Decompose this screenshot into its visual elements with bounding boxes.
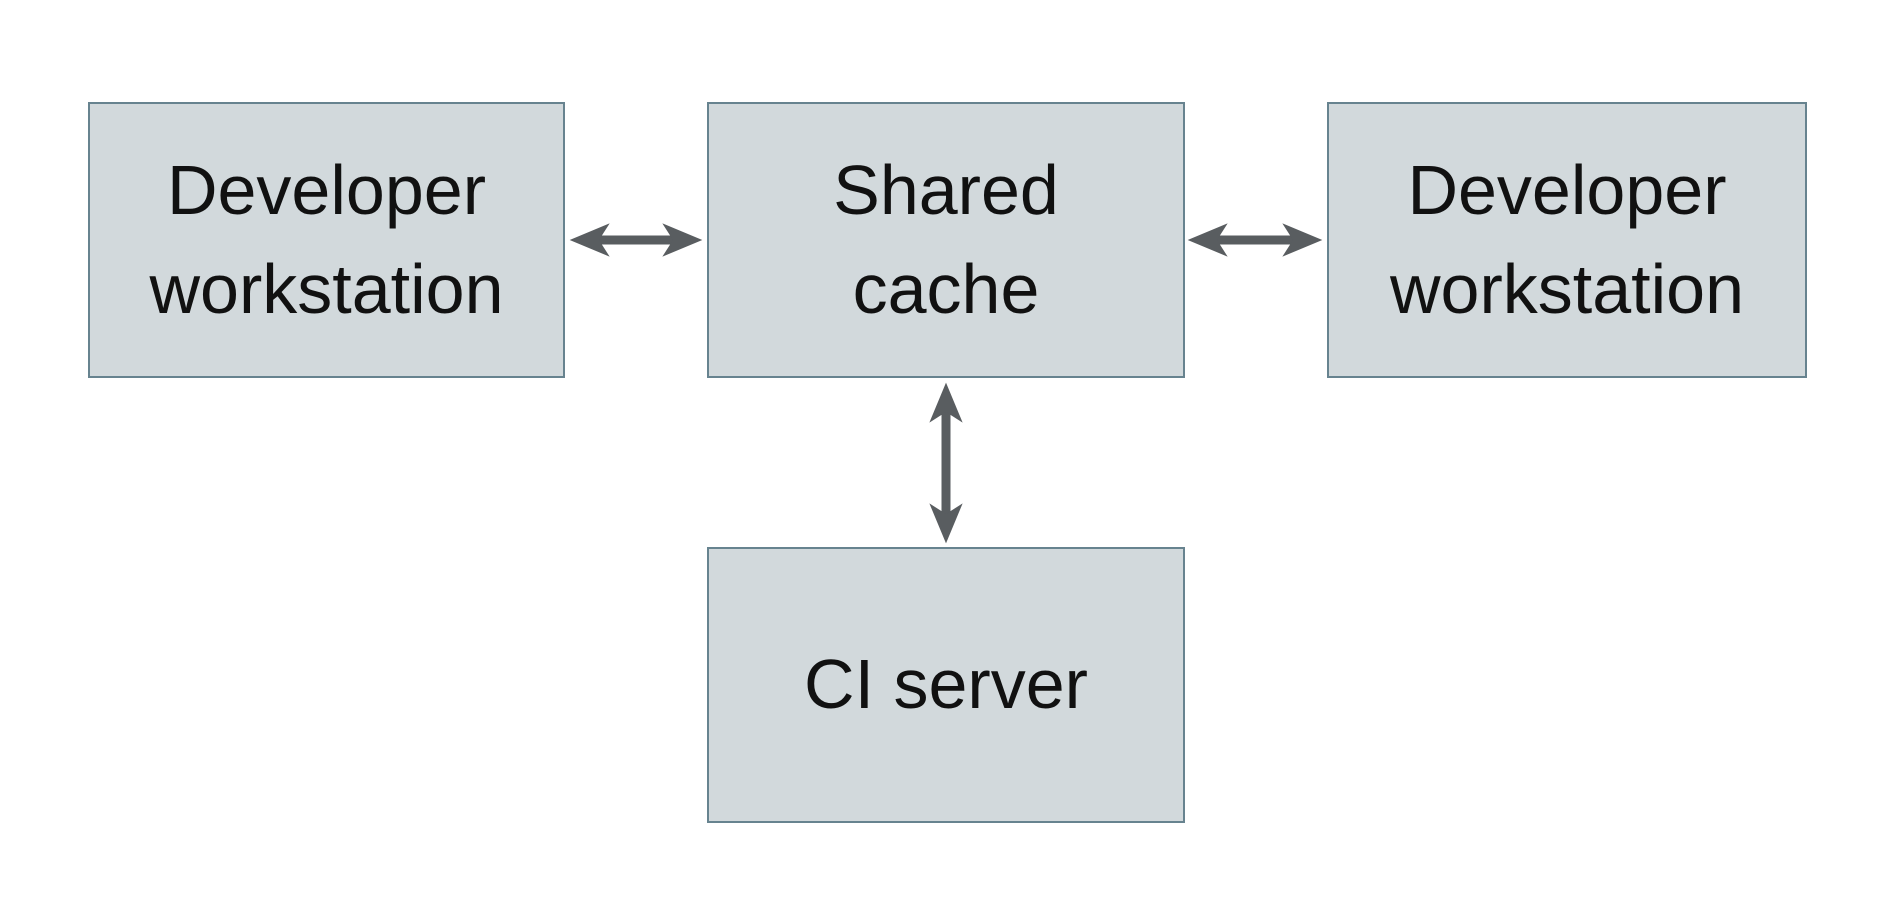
node-developer-workstation-right: Developer workstation [1327,102,1807,378]
node-label-developer-workstation-right: Developer workstation [1389,150,1745,328]
node-ci-server: CI server [707,547,1185,823]
node-label-shared-cache: Shared cache [833,150,1059,328]
node-label-ci-server: CI server [804,645,1088,724]
node-developer-workstation-left: Developer workstation [88,102,565,378]
node-label-developer-workstation-left: Developer workstation [149,150,504,328]
node-shared-cache: Shared cache [707,102,1185,378]
